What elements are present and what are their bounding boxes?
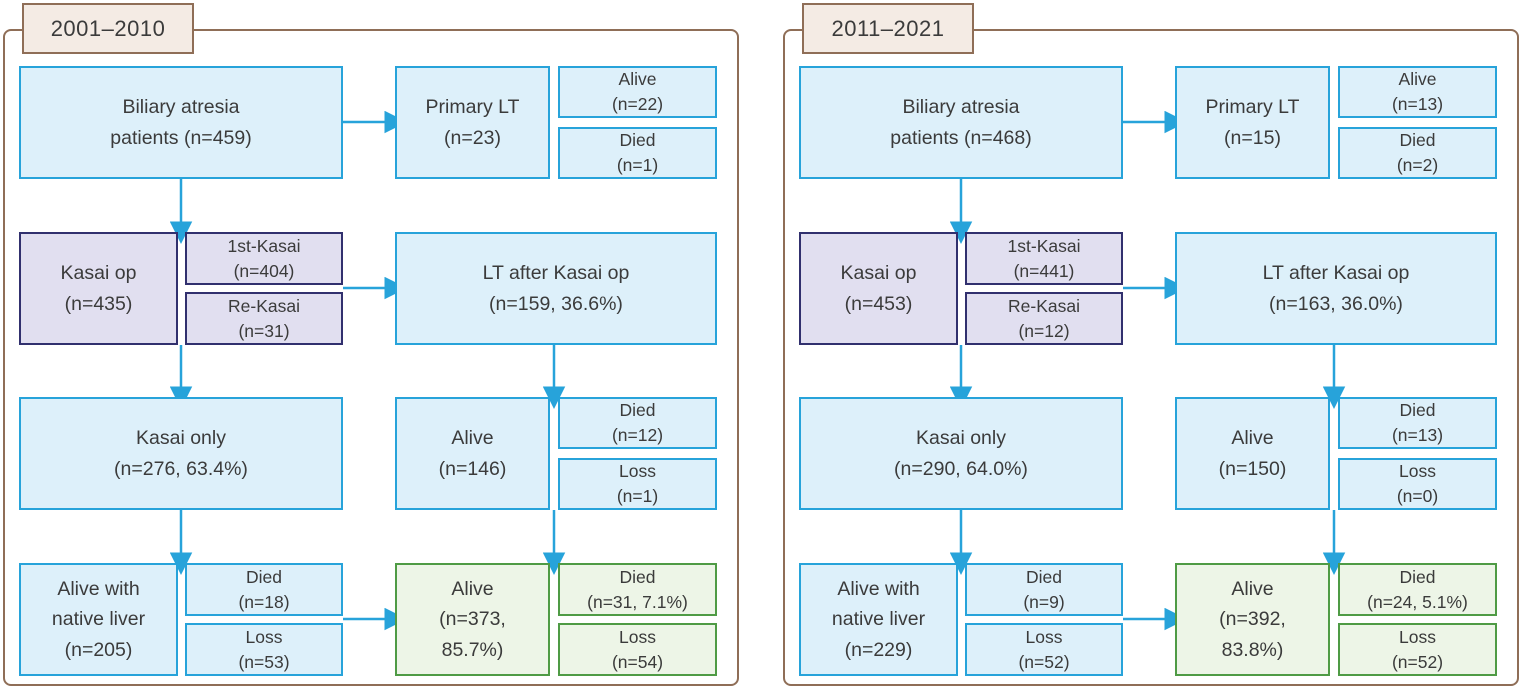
- panel-2011-2021: 2011–2021 Biliary atresia patients (n=46…: [783, 0, 1521, 688]
- panel-2001-2010: 2001–2010 Biliary atresia patients (n=45…: [3, 0, 741, 688]
- panel-frame: [783, 29, 1519, 686]
- native-loss-box: Loss (n=53): [185, 623, 343, 676]
- panel-title: 2001–2010: [22, 3, 194, 54]
- primary-lt-box: Primary LT (n=23): [395, 66, 550, 179]
- native-died-box: Died (n=9): [965, 563, 1123, 616]
- panel-title: 2011–2021: [802, 3, 974, 54]
- lt-alive-loss-box: Loss (n=0): [1338, 458, 1497, 510]
- native-loss-box: Loss (n=52): [965, 623, 1123, 676]
- flow-arrows: [949, 110, 1346, 631]
- lt-after-kasai-box: LT after Kasai op (n=163, 36.0%): [1175, 232, 1497, 345]
- first-kasai-box: 1st-Kasai (n=404): [185, 232, 343, 285]
- primary-lt-alive-box: Alive (n=13): [1338, 66, 1497, 118]
- kasai-op-box: Kasai op (n=453): [799, 232, 958, 345]
- panel-frame: [3, 29, 739, 686]
- flow-arrows: [169, 110, 566, 631]
- primary-lt-alive-box: Alive (n=22): [558, 66, 717, 118]
- lt-alive-box: Alive (n=146): [395, 397, 550, 510]
- overall-loss-box: Loss (n=52): [1338, 623, 1497, 676]
- biliary-atresia-box: Biliary atresia patients (n=468): [799, 66, 1123, 179]
- lt-alive-loss-box: Loss (n=1): [558, 458, 717, 510]
- native-died-box: Died (n=18): [185, 563, 343, 616]
- lt-after-kasai-box: LT after Kasai op (n=159, 36.6%): [395, 232, 717, 345]
- kasai-only-box: Kasai only (n=290, 64.0%): [799, 397, 1123, 510]
- kasai-op-box: Kasai op (n=435): [19, 232, 178, 345]
- overall-alive-box: Alive (n=373, 85.7%): [395, 563, 550, 676]
- re-kasai-box: Re-Kasai (n=31): [185, 292, 343, 345]
- re-kasai-box: Re-Kasai (n=12): [965, 292, 1123, 345]
- primary-lt-died-box: Died (n=1): [558, 127, 717, 179]
- lt-alive-died-box: Died (n=12): [558, 397, 717, 449]
- overall-died-box: Died (n=24, 5.1%): [1338, 563, 1497, 616]
- overall-loss-box: Loss (n=54): [558, 623, 717, 676]
- alive-native-liver-box: Alive with native liver (n=229): [799, 563, 958, 676]
- primary-lt-box: Primary LT (n=15): [1175, 66, 1330, 179]
- biliary-atresia-box: Biliary atresia patients (n=459): [19, 66, 343, 179]
- kasai-only-box: Kasai only (n=276, 63.4%): [19, 397, 343, 510]
- lt-alive-died-box: Died (n=13): [1338, 397, 1497, 449]
- overall-alive-box: Alive (n=392, 83.8%): [1175, 563, 1330, 676]
- lt-alive-box: Alive (n=150): [1175, 397, 1330, 510]
- first-kasai-box: 1st-Kasai (n=441): [965, 232, 1123, 285]
- primary-lt-died-box: Died (n=2): [1338, 127, 1497, 179]
- alive-native-liver-box: Alive with native liver (n=205): [19, 563, 178, 676]
- overall-died-box: Died (n=31, 7.1%): [558, 563, 717, 616]
